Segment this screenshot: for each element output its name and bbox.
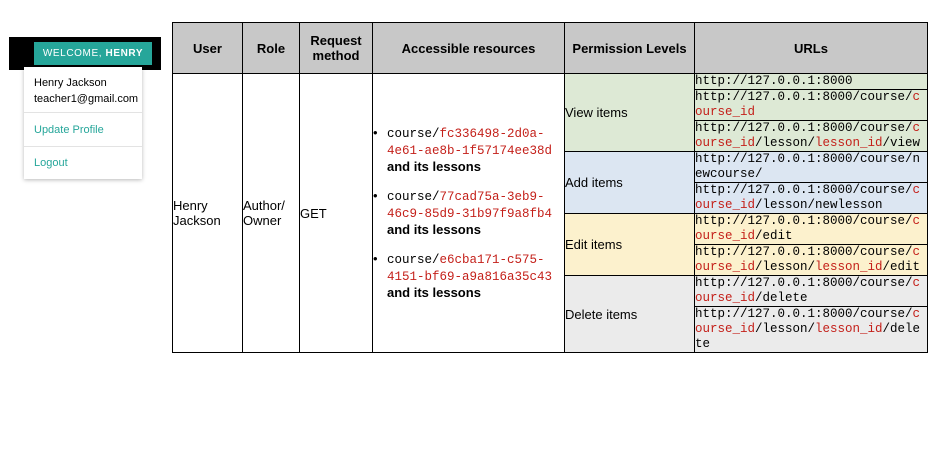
url-text: /lesson/ bbox=[755, 322, 816, 336]
permission-level: Delete items bbox=[564, 275, 695, 353]
header-user: User bbox=[172, 22, 243, 74]
header-accessible-resources: Accessible resources bbox=[372, 22, 565, 74]
url-text: /lesson/ bbox=[755, 136, 816, 150]
url-text: http://127.0.0.1:8000/course/ bbox=[695, 307, 913, 321]
welcome-button[interactable]: WELCOME, HENRY bbox=[34, 42, 152, 65]
table-row: http://127.0.0.1:8000/course/course_id/l… bbox=[173, 306, 928, 353]
url-text: http://127.0.0.1:8000/course/ bbox=[695, 245, 913, 259]
permission-level: View items bbox=[564, 73, 695, 152]
table-row: http://127.0.0.1:8000/course/course_id/l… bbox=[173, 120, 928, 152]
user-navbar: WELCOME, HENRY bbox=[9, 37, 161, 70]
header-urls: URLs bbox=[694, 22, 928, 74]
resource-prefix: course/ bbox=[387, 190, 440, 204]
divider bbox=[24, 146, 142, 147]
permissions-table: User Role Request method Accessible reso… bbox=[172, 22, 928, 353]
permission-level: Add items bbox=[564, 151, 695, 214]
url-text: http://127.0.0.1:8000/course/newcourse/ bbox=[695, 152, 921, 181]
url-placeholder: lesson_id bbox=[815, 322, 883, 336]
url-text: /delete bbox=[695, 322, 921, 351]
url-text: http://127.0.0.1:8000/course/ bbox=[695, 90, 913, 104]
resource-prefix: course/ bbox=[387, 127, 440, 141]
welcome-prefix: WELCOME, bbox=[42, 48, 106, 59]
url-text: http://127.0.0.1:8000 bbox=[695, 74, 853, 88]
url-text: http://127.0.0.1:8000/course/ bbox=[695, 121, 913, 135]
bullet-icon: • bbox=[373, 188, 378, 203]
url-placeholder: course_id bbox=[695, 183, 921, 212]
url-cell: http://127.0.0.1:8000/course/course_id/l… bbox=[694, 306, 928, 353]
url-cell: http://127.0.0.1:8000/course/course_id/d… bbox=[694, 275, 928, 307]
url-cell: http://127.0.0.1:8000/course/course_id/l… bbox=[694, 120, 928, 152]
url-text: /edit bbox=[882, 260, 921, 274]
cell-user: Henry Jackson bbox=[172, 73, 243, 353]
url-cell: http://127.0.0.1:8000/course/course_id/l… bbox=[694, 244, 928, 276]
cell-resources: • course/fc336498-2d0a-4e61-ae8b-1f57174e… bbox=[372, 73, 565, 353]
header-permission-levels: Permission Levels bbox=[564, 22, 695, 74]
user-info: Henry Jackson teacher1@gmail.com bbox=[34, 75, 138, 107]
url-placeholder: course_id bbox=[695, 90, 921, 119]
url-text: /delete bbox=[755, 291, 808, 305]
resource-course-id: 77cad75a-3eb9-46c9-85d9-31b97f9a8fb4 bbox=[387, 190, 553, 221]
url-text: /view bbox=[882, 136, 921, 150]
resource-suffix: and its lessons bbox=[387, 159, 481, 174]
divider bbox=[24, 112, 142, 113]
url-placeholder: course_id bbox=[695, 307, 921, 336]
resource-course-id: e6cba171-c575-4151-bf69-a9a816a35c43 bbox=[387, 253, 553, 284]
url-placeholder: lesson_id bbox=[815, 136, 883, 150]
welcome-name: HENRY bbox=[105, 48, 144, 59]
url-cell: http://127.0.0.1:8000 bbox=[694, 73, 928, 90]
url-text: http://127.0.0.1:8000/course/ bbox=[695, 183, 913, 197]
resource-course-id: fc336498-2d0a-4e61-ae8b-1f57174ee38d bbox=[387, 127, 553, 158]
user-full-name: Henry Jackson bbox=[34, 77, 107, 89]
user-email: teacher1@gmail.com bbox=[34, 93, 139, 105]
resource-suffix: and its lessons bbox=[387, 222, 481, 237]
cell-role: Author/ Owner bbox=[242, 73, 300, 353]
table-row: Henry Jackson Author/ Owner GET • course/… bbox=[172, 73, 928, 353]
bullet-icon: • bbox=[373, 251, 378, 266]
url-text: /lesson/newlesson bbox=[755, 198, 883, 212]
url-cell: http://127.0.0.1:8000/course/course_id/l… bbox=[694, 182, 928, 214]
url-cell: http://127.0.0.1:8000/course/course_id/e… bbox=[694, 213, 928, 245]
resource-item: • course/77cad75a-3eb9-46c9-85d9-31b97f9a… bbox=[373, 188, 564, 238]
update-profile-link[interactable]: Update Profile bbox=[34, 124, 104, 136]
logout-link[interactable]: Logout bbox=[34, 157, 68, 169]
url-text: /lesson/ bbox=[755, 260, 816, 274]
url-text: /edit bbox=[755, 229, 793, 243]
cell-method: GET bbox=[299, 73, 373, 353]
resource-item: • course/fc336498-2d0a-4e61-ae8b-1f57174e… bbox=[373, 125, 564, 175]
url-placeholder: course_id bbox=[695, 214, 921, 243]
url-cell: http://127.0.0.1:8000/course/newcourse/ bbox=[694, 151, 928, 183]
url-cell: http://127.0.0.1:8000/course/course_id bbox=[694, 89, 928, 121]
user-dropdown: Henry Jackson teacher1@gmail.com Update … bbox=[24, 67, 142, 179]
header-request-method: Request method bbox=[299, 22, 373, 74]
table-row: http://127.0.0.1:8000/course/course_id/l… bbox=[173, 182, 928, 214]
url-placeholder: course_id bbox=[695, 276, 921, 305]
url-placeholder: course_id bbox=[695, 245, 921, 274]
permission-level: Edit items bbox=[564, 213, 695, 276]
url-placeholder: course_id bbox=[695, 121, 921, 150]
bullet-icon: • bbox=[373, 125, 378, 140]
header-role: Role bbox=[242, 22, 300, 74]
resource-suffix: and its lessons bbox=[387, 285, 481, 300]
url-text: http://127.0.0.1:8000/course/ bbox=[695, 214, 913, 228]
resource-prefix: course/ bbox=[387, 253, 440, 267]
resource-item: • course/e6cba171-c575-4151-bf69-a9a816a3… bbox=[373, 251, 564, 301]
table-header-row: User Role Request method Accessible reso… bbox=[172, 22, 928, 74]
url-text: http://127.0.0.1:8000/course/ bbox=[695, 276, 913, 290]
url-placeholder: lesson_id bbox=[815, 260, 883, 274]
